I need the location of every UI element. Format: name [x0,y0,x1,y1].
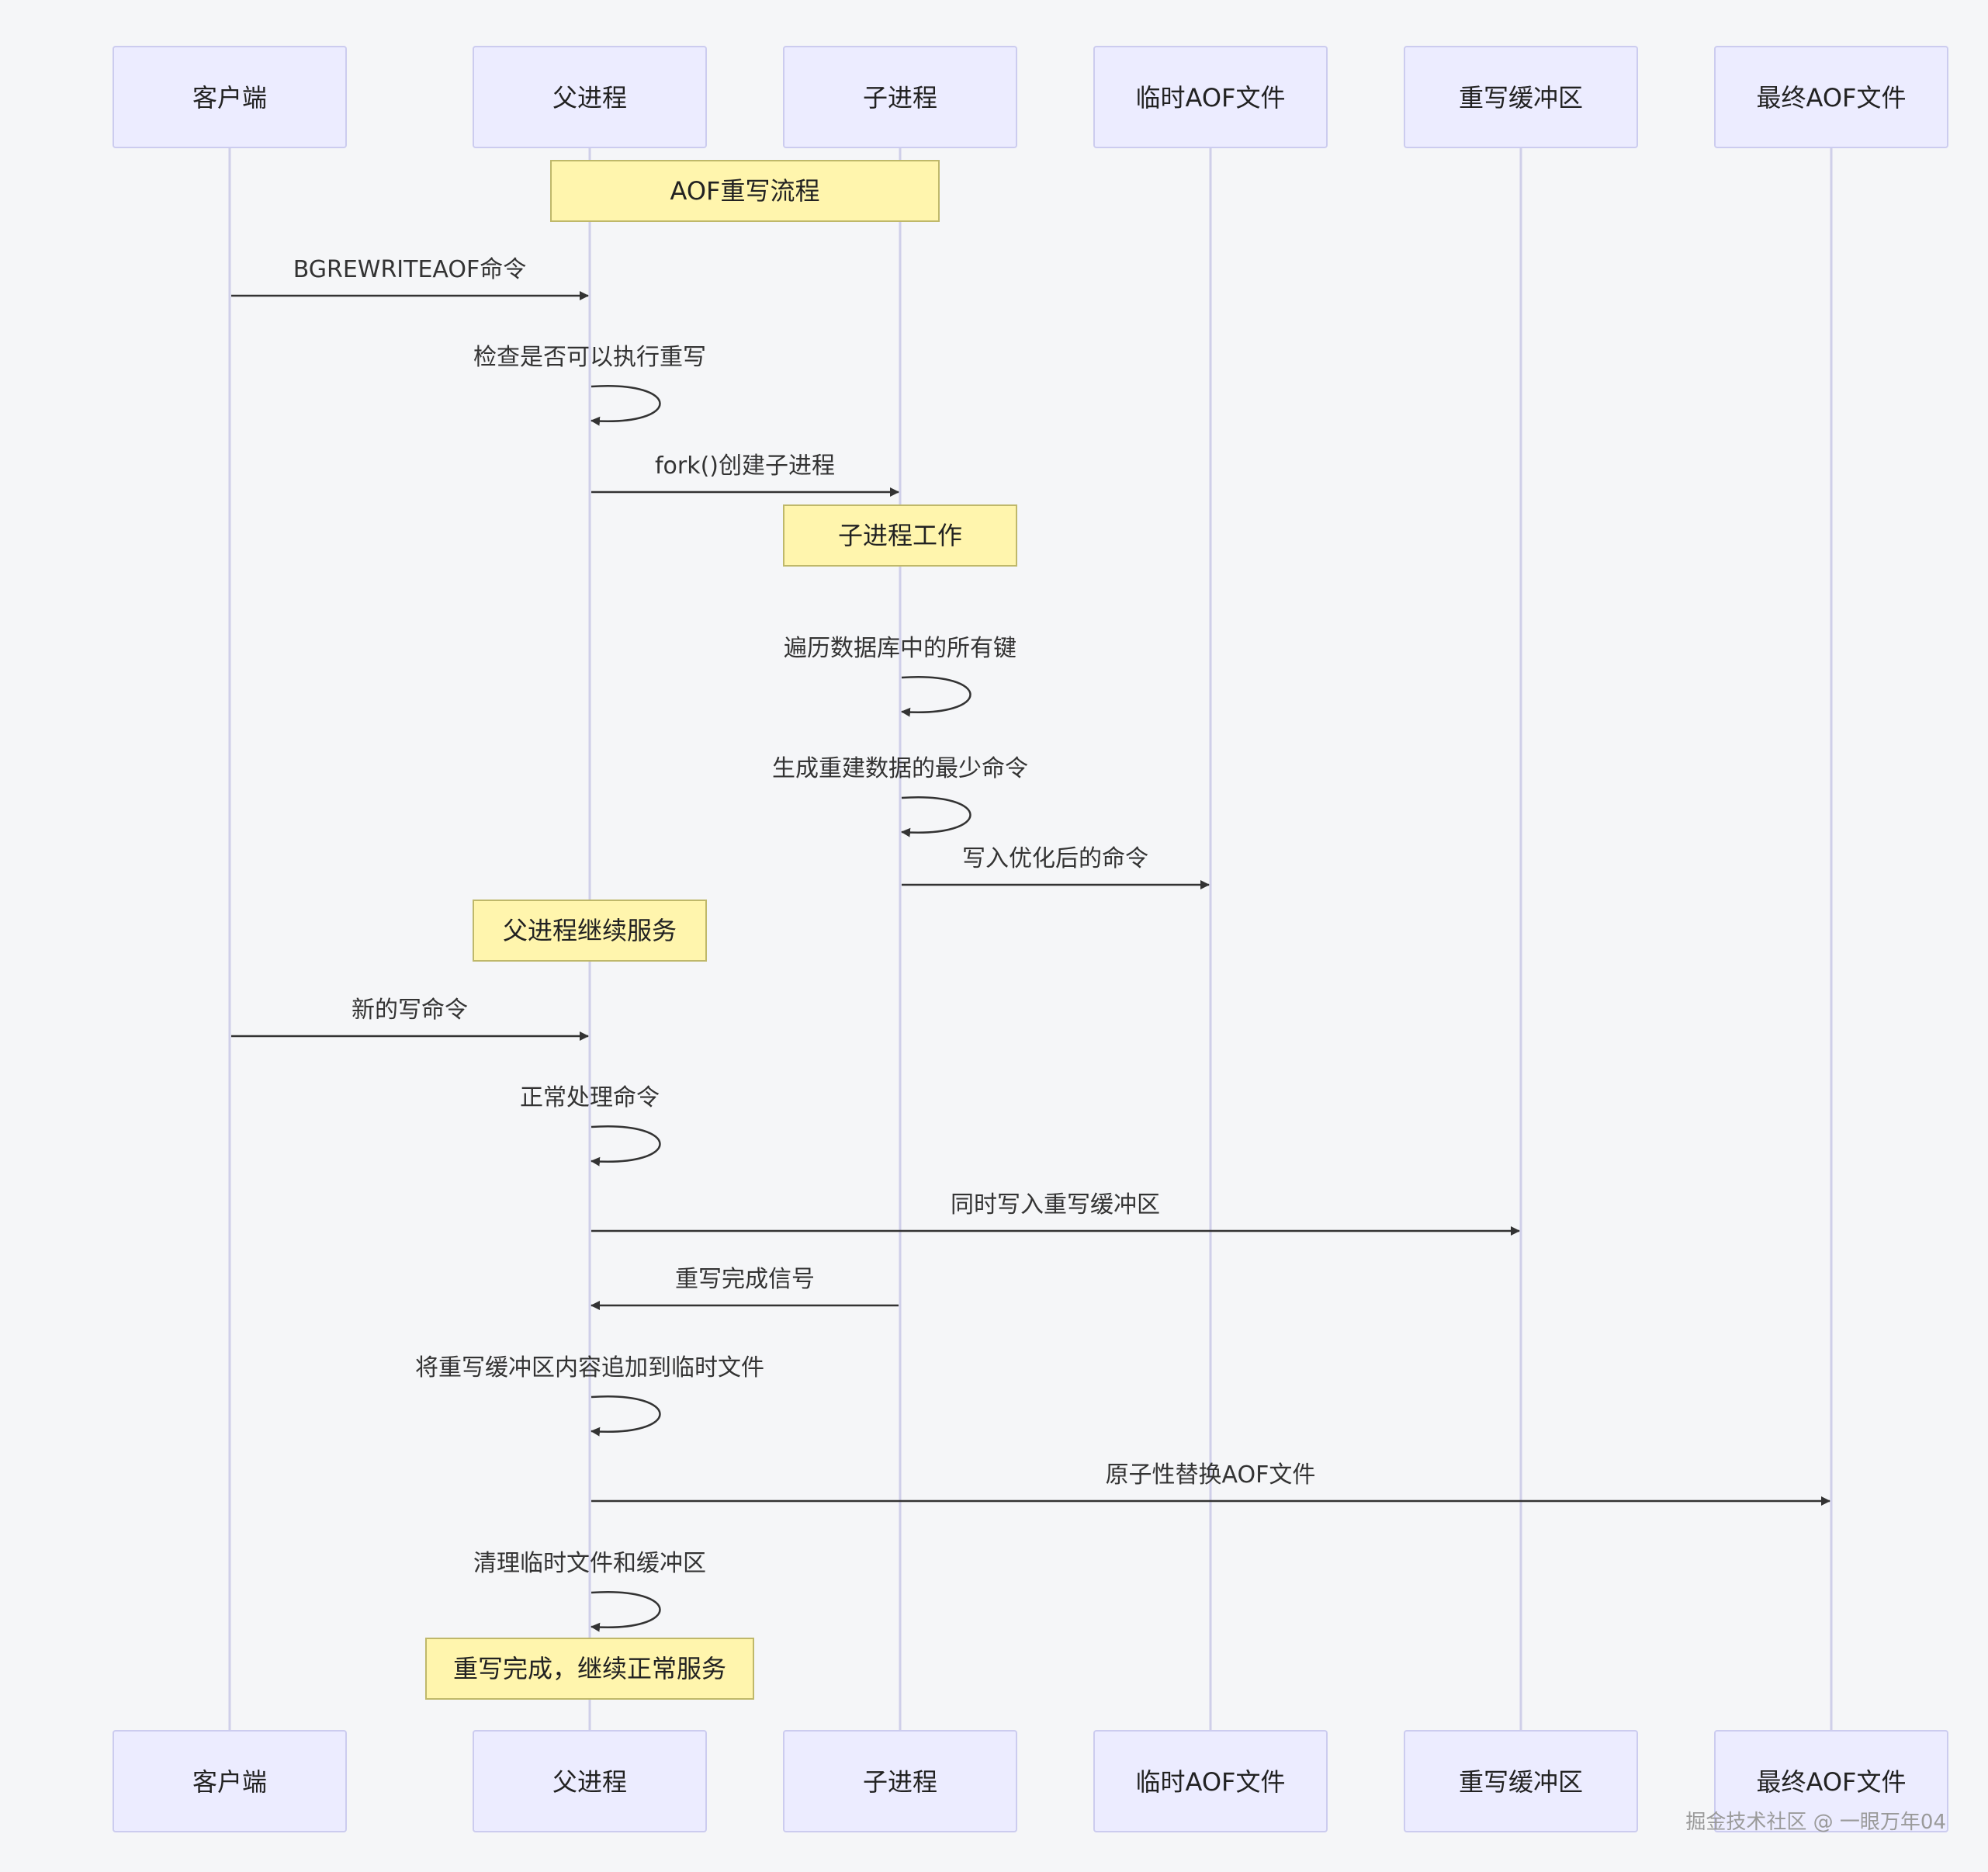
participant-box [1714,46,1948,148]
note-text: AOF重写流程 [670,176,820,206]
note-text: 父进程继续服务 [503,916,677,945]
participant-box [783,1730,1017,1832]
participant-label: 最终AOF文件 [1757,83,1907,113]
participant-label: 客户端 [192,83,267,113]
self-message: 正常处理命令 [520,1084,661,1167]
note: 重写完成，继续正常服务 [425,1638,754,1700]
note: 子进程工作 [783,504,1017,567]
participant-buffer-top: 重写缓冲区 [1404,46,1638,148]
participant-label: 重写缓冲区 [1459,83,1583,113]
note: AOF重写流程 [550,160,940,222]
participant-box [113,1730,347,1832]
participant-tmpaof-bottom: 临时AOF文件 [1093,1730,1328,1832]
participant-box [783,46,1017,148]
self-message-arrow [901,796,971,837]
participant-box [1714,1730,1948,1832]
self-message-arrow [591,385,661,426]
self-message-arrow [591,1395,661,1437]
note-box [473,900,707,962]
message-label: 新的写命令 [352,997,468,1024]
message-label: BGREWRITEAOF命令 [293,256,527,283]
participant-box [113,46,347,148]
participant-child-bottom: 子进程 [783,1730,1017,1832]
participant-box [1404,1730,1638,1832]
self-message: 遍历数据库中的所有键 [784,635,1017,717]
participant-parent-bottom: 父进程 [473,1730,707,1832]
participant-box [1093,1730,1328,1832]
self-message-label: 遍历数据库中的所有键 [784,635,1017,662]
participant-finalaof-bottom: 最终AOF文件 [1714,1730,1948,1832]
message-label: fork()创建子进程 [655,452,835,480]
message-label: 原子性替换AOF文件 [1106,1461,1316,1489]
self-message-label: 清理临时文件和缓冲区 [473,1550,706,1577]
self-message: 生成重建数据的最少命令 [772,755,1028,837]
participant-label: 重写缓冲区 [1459,1767,1583,1797]
message: 新的写命令 [231,997,589,1041]
participant-label: 子进程 [863,1767,937,1797]
participant-label: 子进程 [863,83,937,113]
note-text: 子进程工作 [838,521,962,550]
participant-label: 父进程 [552,1767,627,1797]
participant-client-bottom: 客户端 [113,1730,347,1832]
participant-label: 最终AOF文件 [1757,1767,1907,1797]
self-message: 检查是否可以执行重写 [473,344,706,426]
message: 重写完成信号 [591,1266,899,1310]
self-message-arrow [591,1125,661,1167]
message-label: 重写完成信号 [675,1266,815,1293]
note-box [783,504,1017,567]
message: 原子性替换AOF文件 [591,1461,1830,1506]
note-text: 重写完成，继续正常服务 [453,1654,726,1683]
message-label: 写入优化后的命令 [962,845,1148,872]
self-message-label: 生成重建数据的最少命令 [772,755,1028,782]
note-box [425,1638,754,1700]
self-message-arrow [901,676,971,717]
participant-box [1404,46,1638,148]
self-message-label: 正常处理命令 [520,1084,660,1111]
participant-buffer-bottom: 重写缓冲区 [1404,1730,1638,1832]
participant-tmpaof-top: 临时AOF文件 [1093,46,1328,148]
note-box [550,160,940,222]
participant-parent-top: 父进程 [473,46,707,148]
participant-box [473,46,707,148]
self-message-arrow [591,1591,661,1632]
self-message-label: 检查是否可以执行重写 [473,344,706,371]
message: BGREWRITEAOF命令 [231,256,589,300]
participant-child-top: 子进程 [783,46,1017,148]
participant-label: 父进程 [552,83,627,113]
participant-box [1093,46,1328,148]
message-label: 同时写入重写缓冲区 [951,1191,1160,1219]
participant-label: 临时AOF文件 [1136,83,1286,113]
message: 同时写入重写缓冲区 [591,1191,1520,1236]
participant-box [473,1730,707,1832]
watermark-text: 掘金技术社区 @ 一眼万年04 [1685,1811,1946,1834]
message: 写入优化后的命令 [902,845,1210,889]
participant-label: 临时AOF文件 [1136,1767,1286,1797]
self-message: 将重写缓冲区内容追加到临时文件 [415,1354,764,1437]
note: 父进程继续服务 [473,900,707,962]
message: fork()创建子进程 [591,452,899,497]
participant-client-top: 客户端 [113,46,347,148]
participant-finalaof-top: 最终AOF文件 [1714,46,1948,148]
self-message: 清理临时文件和缓冲区 [473,1550,706,1632]
self-message-label: 将重写缓冲区内容追加到临时文件 [415,1354,764,1381]
participant-label: 客户端 [192,1767,267,1797]
